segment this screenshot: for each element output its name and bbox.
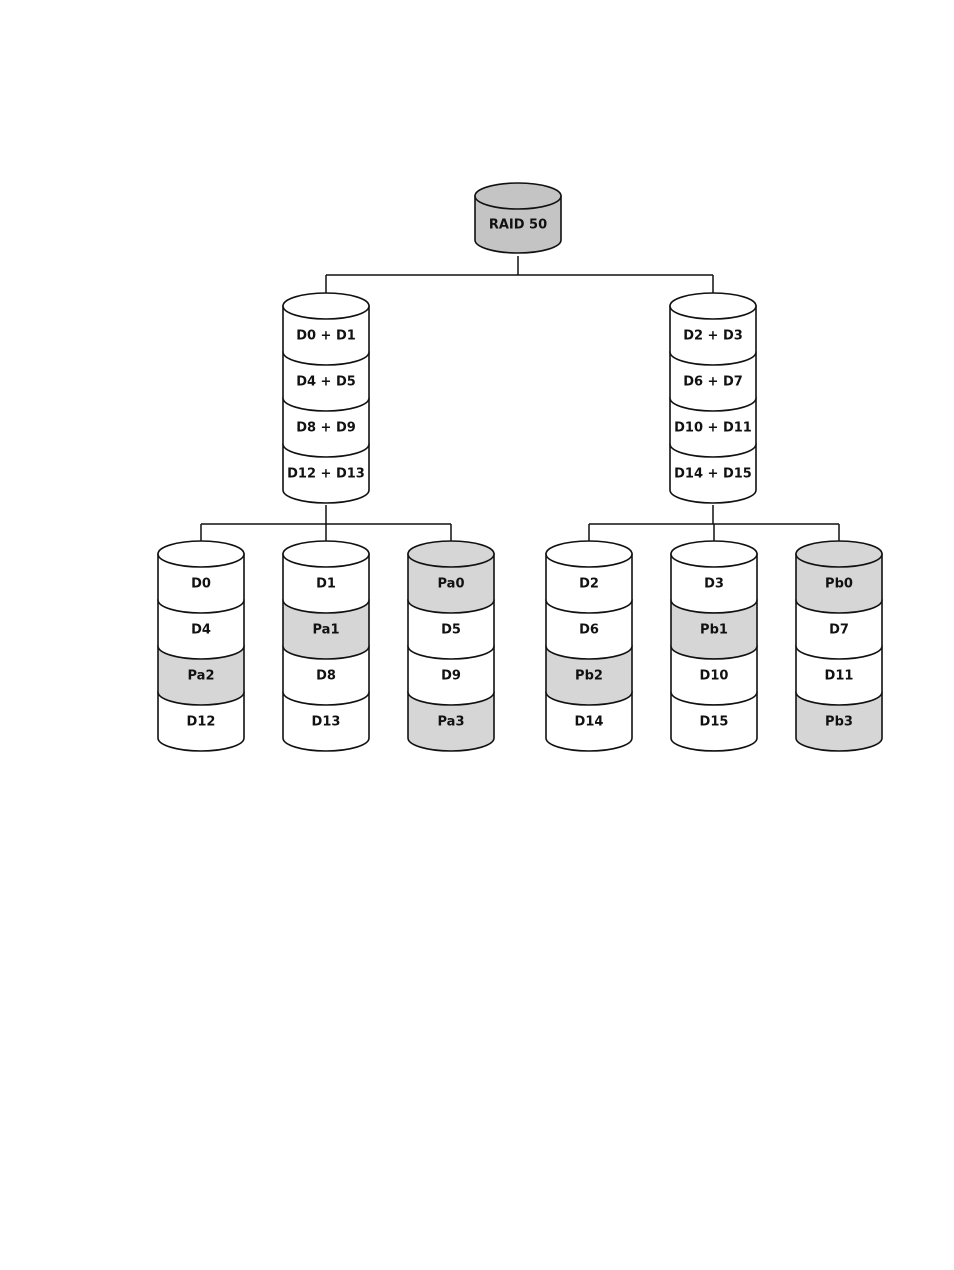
cylinder-top — [796, 541, 882, 567]
cylinder-top — [670, 293, 756, 319]
block-label: D0 — [191, 577, 211, 592]
block-label: Pa1 — [313, 623, 340, 638]
block-label: D9 — [441, 669, 461, 684]
block-label: Pb1 — [700, 623, 728, 638]
block-label: D1 — [316, 577, 336, 592]
cylinder-top — [546, 541, 632, 567]
block-label: D5 — [441, 623, 461, 638]
block-label: D0 + D1 — [296, 329, 356, 344]
block-label: D11 — [825, 669, 854, 684]
block-label: D12 — [187, 715, 216, 730]
cylinder-top — [475, 183, 561, 209]
block-label: Pa3 — [438, 715, 465, 730]
block-label: Pa0 — [438, 577, 465, 592]
block-label: D2 + D3 — [683, 329, 743, 344]
block-label: D13 — [312, 715, 341, 730]
block-label: D4 + D5 — [296, 375, 356, 390]
block-label: D6 — [579, 623, 599, 638]
block-label: D15 — [700, 715, 729, 730]
block-label: D10 + D11 — [674, 421, 752, 436]
root-cylinder: RAID 50 — [475, 183, 561, 253]
block-label: D8 + D9 — [296, 421, 356, 436]
block-label: Pb2 — [575, 669, 603, 684]
block-label: RAID 50 — [489, 218, 547, 233]
cylinder-top — [158, 541, 244, 567]
block-label: Pb0 — [825, 577, 853, 592]
stripe-cylinder-group-a: D0 + D1 D4 + D5 D8 + D9 D12 + D13 — [283, 293, 369, 503]
cylinders: RAID 50 D0 + D1 D4 + D5 D8 + D9 D12 + D13 D2 … — [158, 183, 882, 751]
block-label: D2 — [579, 577, 599, 592]
block-label: D3 — [704, 577, 724, 592]
block-label: D6 + D7 — [683, 375, 743, 390]
cylinder-top — [283, 293, 369, 319]
block-label: D14 + D15 — [674, 467, 752, 482]
cylinder-top — [671, 541, 757, 567]
block-label: D12 + D13 — [287, 467, 365, 482]
block-label: Pa2 — [188, 669, 215, 684]
block-label: D7 — [829, 623, 849, 638]
cylinder-top — [283, 541, 369, 567]
block-label: D10 — [700, 669, 729, 684]
block-label: Pb3 — [825, 715, 853, 730]
block-label: D4 — [191, 623, 211, 638]
block-label: D14 — [575, 715, 604, 730]
cylinder-top — [408, 541, 494, 567]
block-label: D8 — [316, 669, 336, 684]
